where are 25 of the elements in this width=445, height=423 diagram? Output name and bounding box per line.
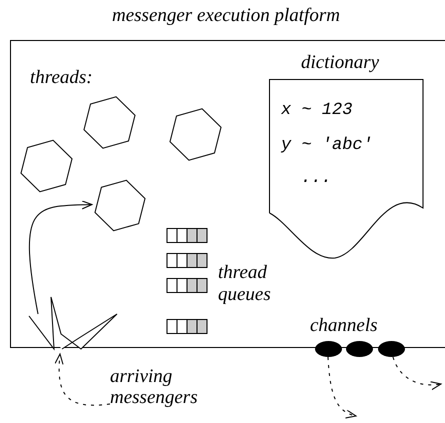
arrow bbox=[392, 356, 442, 390]
queue-bar bbox=[166, 278, 208, 293]
channel-ellipse bbox=[346, 341, 373, 357]
dictionary-entry: x ~ 123 bbox=[281, 101, 352, 121]
channels-label: channels bbox=[310, 316, 378, 336]
threads-label: threads: bbox=[30, 68, 93, 88]
thread-hexagon bbox=[19, 138, 74, 194]
dictionary-entry: ... bbox=[301, 169, 332, 189]
caption-text: arriving messengers bbox=[110, 366, 224, 408]
platform-frame bbox=[10, 40, 445, 348]
diagram-title: messenger execution platform bbox=[112, 6, 340, 26]
dictionary-heading: dictionary bbox=[301, 53, 380, 73]
queue-bar bbox=[166, 253, 208, 268]
queues-label: thread queues bbox=[218, 262, 272, 306]
channel-ellipse bbox=[378, 341, 405, 357]
arrow bbox=[328, 356, 356, 418]
dictionary-entry: y ~ 'abc' bbox=[281, 136, 373, 156]
queue-bar bbox=[166, 228, 208, 243]
arrow bbox=[54, 354, 110, 406]
arrow bbox=[28, 200, 92, 314]
channel-ellipse bbox=[315, 341, 342, 357]
queue-bar bbox=[166, 319, 208, 334]
thread-hexagon bbox=[82, 93, 137, 152]
thread-hexagon bbox=[93, 177, 147, 234]
messenger-burst-shape bbox=[29, 297, 117, 349]
